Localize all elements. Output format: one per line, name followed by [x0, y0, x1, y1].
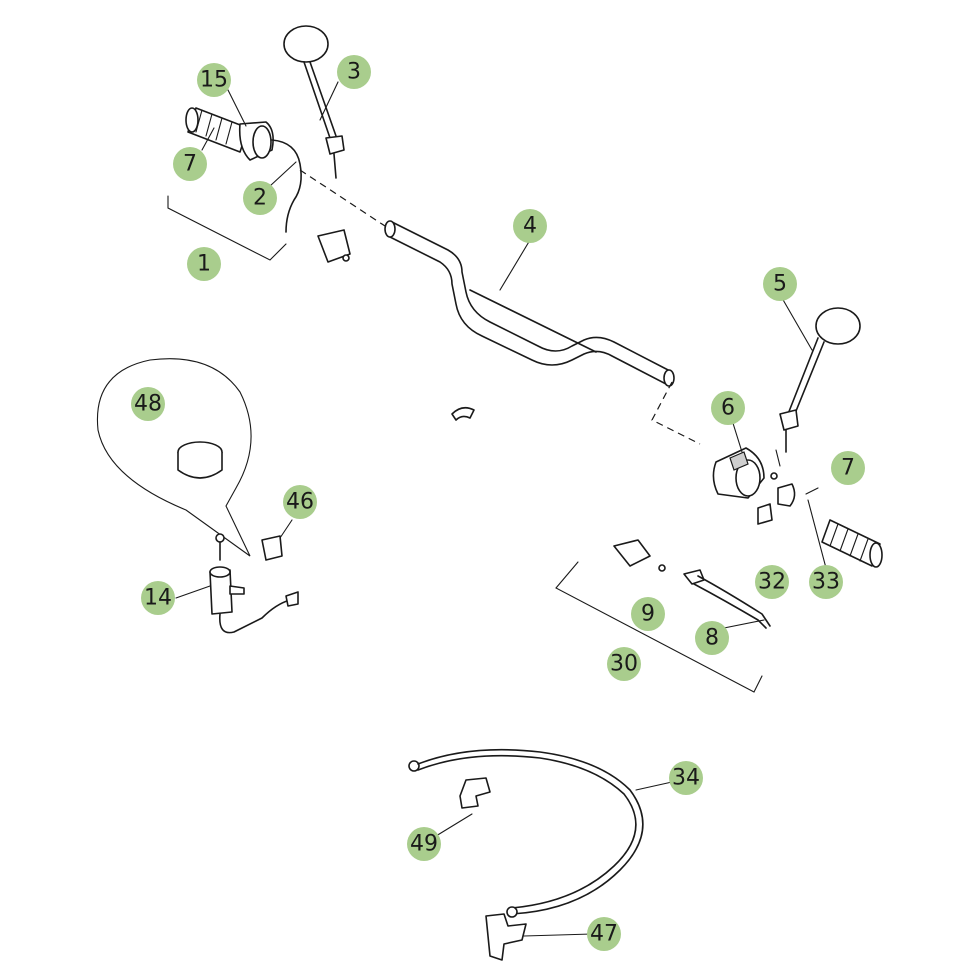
callout-15: 15 — [197, 63, 231, 97]
cap-screw — [658, 564, 666, 572]
svg-text:14: 14 — [144, 586, 172, 611]
callout-48: 48 — [131, 387, 165, 421]
svg-text:30: 30 — [610, 652, 638, 677]
callout-1: 1 — [187, 247, 221, 281]
callout-5: 5 — [763, 267, 797, 301]
detail-magnifier — [96, 358, 252, 557]
left-grip — [185, 107, 249, 153]
group-bracket-30 — [555, 561, 763, 693]
svg-text:32: 32 — [758, 570, 786, 595]
left-switch-cap — [317, 229, 351, 263]
callout-6: 6 — [711, 391, 745, 425]
svg-text:1: 1 — [197, 252, 211, 277]
group-bracket-1 — [167, 195, 287, 261]
callout-49: 49 — [407, 827, 441, 861]
brake-master-cap — [613, 539, 651, 567]
cable-guide — [459, 777, 491, 809]
callout-2: 2 — [243, 181, 277, 215]
svg-text:47: 47 — [590, 922, 618, 947]
svg-text:5: 5 — [773, 272, 787, 297]
callout-7-left: 7 — [173, 147, 207, 181]
svg-text:7: 7 — [183, 152, 197, 177]
callout-33: 33 — [809, 565, 843, 599]
callout-14: 14 — [141, 581, 175, 615]
svg-text:3: 3 — [347, 60, 361, 85]
key-cover — [261, 535, 283, 561]
callout-32: 32 — [755, 565, 789, 599]
svg-text:34: 34 — [672, 766, 700, 791]
svg-text:8: 8 — [705, 626, 719, 651]
throttle-cable — [271, 139, 302, 233]
ignition-switch — [209, 566, 299, 634]
right-grip — [821, 519, 883, 568]
callout-9: 9 — [631, 597, 665, 631]
callout-34: 34 — [669, 761, 703, 795]
svg-text:49: 49 — [410, 832, 438, 857]
right-switch-housing — [712, 447, 765, 499]
cable-clip — [451, 406, 475, 421]
callout-8: 8 — [695, 621, 729, 655]
callout-7-right: 7 — [831, 451, 865, 485]
handlebar — [299, 169, 701, 445]
callout-4: 4 — [513, 209, 547, 243]
svg-text:9: 9 — [641, 602, 655, 627]
right-mirror — [779, 307, 861, 453]
callout-30: 30 — [607, 647, 641, 681]
svg-text:4: 4 — [523, 214, 537, 239]
svg-text:48: 48 — [134, 392, 162, 417]
svg-text:15: 15 — [200, 68, 228, 93]
left-mirror — [283, 25, 345, 179]
ignition-key — [215, 533, 225, 561]
left-switch-screw — [342, 254, 350, 262]
clutch-bracket — [485, 913, 527, 961]
svg-text:2: 2 — [253, 186, 267, 211]
callout-46: 46 — [283, 485, 317, 519]
callout-47: 47 — [587, 917, 621, 951]
clutch-cable — [408, 748, 644, 918]
svg-text:7: 7 — [841, 456, 855, 481]
svg-text:33: 33 — [812, 570, 840, 595]
leader-lines — [175, 81, 827, 937]
brake-lever — [683, 569, 771, 629]
callout-3: 3 — [337, 55, 371, 89]
svg-text:6: 6 — [721, 396, 735, 421]
svg-text:46: 46 — [286, 490, 314, 515]
right-small-parts — [757, 449, 819, 525]
left-throttle-housing — [238, 121, 274, 161]
key-cap-detail — [177, 441, 223, 479]
